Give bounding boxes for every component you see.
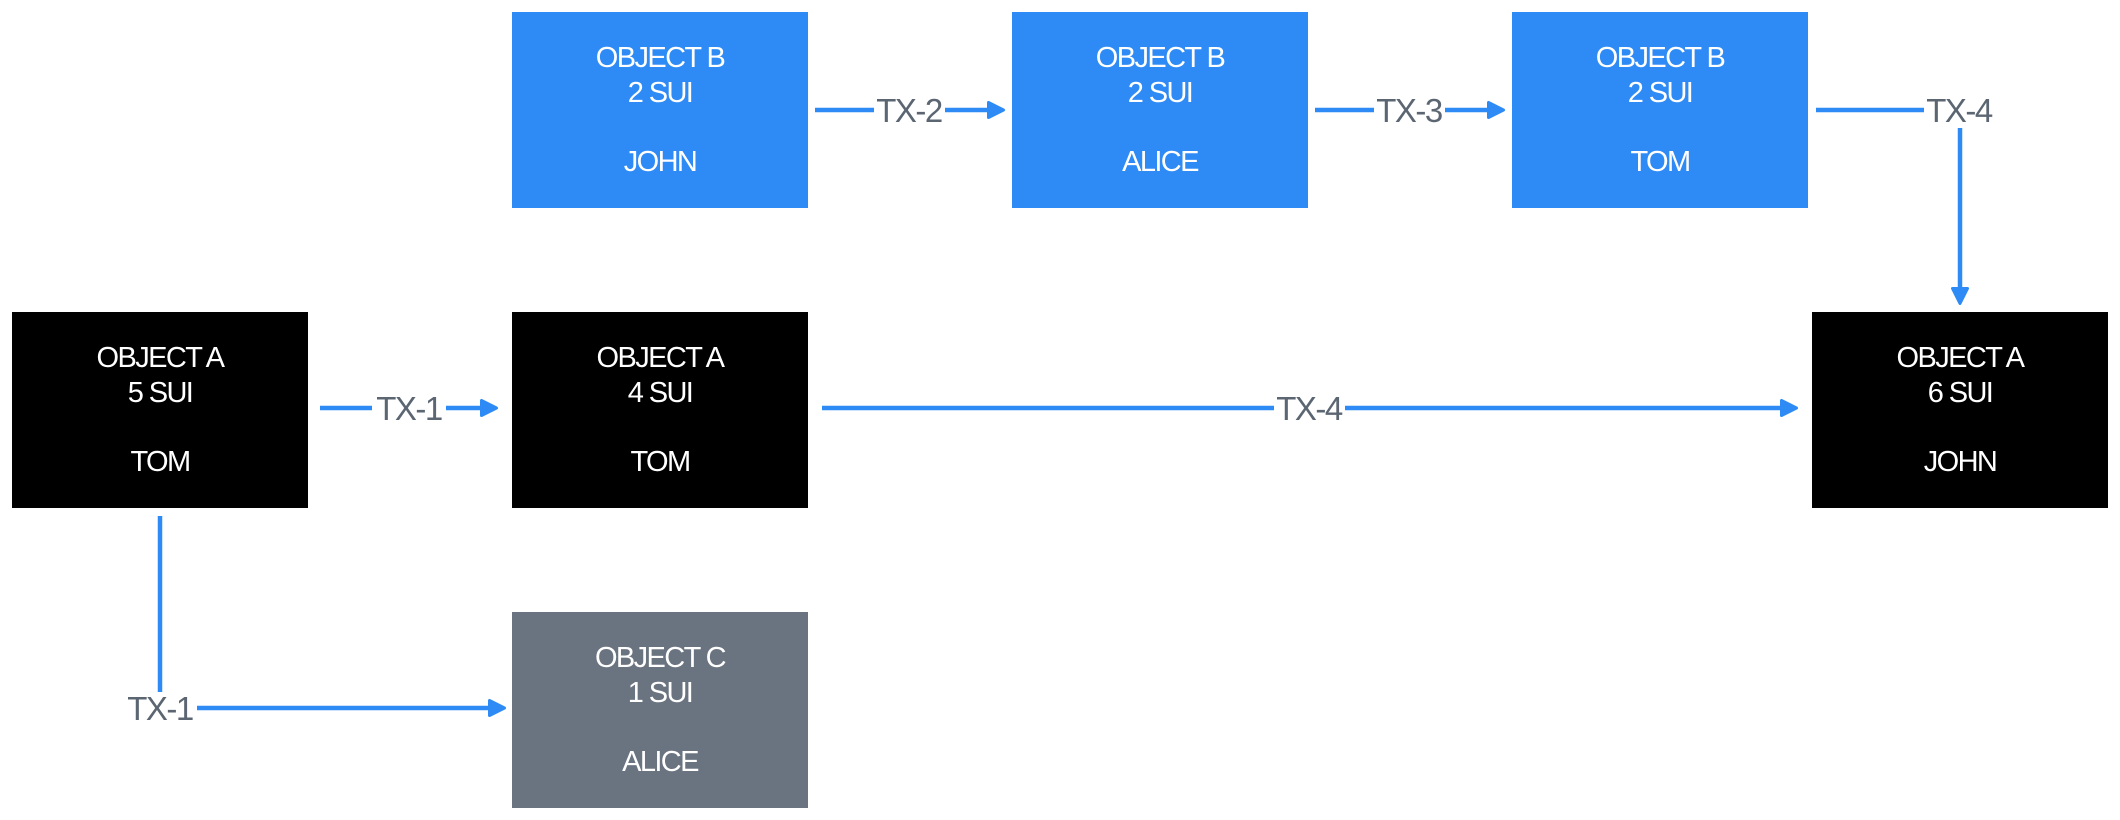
svg-text:TOM: TOM — [130, 446, 189, 478]
svg-text:2 SUI: 2 SUI — [628, 77, 693, 109]
svg-text:TOM: TOM — [1630, 146, 1689, 178]
svg-text:TX-4: TX-4 — [1276, 390, 1343, 427]
svg-text:OBJECT A: OBJECT A — [597, 342, 726, 374]
svg-text:JOHN: JOHN — [624, 146, 697, 178]
svg-text:OBJECT B: OBJECT B — [596, 42, 725, 74]
svg-text:2 SUI: 2 SUI — [1628, 77, 1693, 109]
svg-text:TOM: TOM — [630, 446, 689, 478]
svg-text:JOHN: JOHN — [1924, 446, 1997, 478]
svg-text:TX-1: TX-1 — [127, 690, 193, 727]
svg-text:OBJECT A: OBJECT A — [1897, 342, 2026, 374]
svg-text:OBJECT C: OBJECT C — [595, 642, 726, 674]
svg-text:6 SUI: 6 SUI — [1928, 377, 1993, 409]
svg-text:TX-4: TX-4 — [1926, 92, 1993, 129]
svg-text:TX-2: TX-2 — [876, 92, 942, 129]
svg-text:ALICE: ALICE — [622, 746, 699, 778]
svg-text:2 SUI: 2 SUI — [1128, 77, 1193, 109]
svg-text:ALICE: ALICE — [1122, 146, 1199, 178]
svg-text:4 SUI: 4 SUI — [628, 377, 693, 409]
svg-text:1 SUI: 1 SUI — [628, 677, 693, 709]
svg-text:TX-3: TX-3 — [1376, 92, 1442, 129]
svg-text:5 SUI: 5 SUI — [128, 377, 193, 409]
svg-text:OBJECT B: OBJECT B — [1596, 42, 1725, 74]
svg-text:TX-1: TX-1 — [376, 390, 442, 427]
svg-text:OBJECT B: OBJECT B — [1096, 42, 1225, 74]
svg-text:OBJECT A: OBJECT A — [97, 342, 226, 374]
